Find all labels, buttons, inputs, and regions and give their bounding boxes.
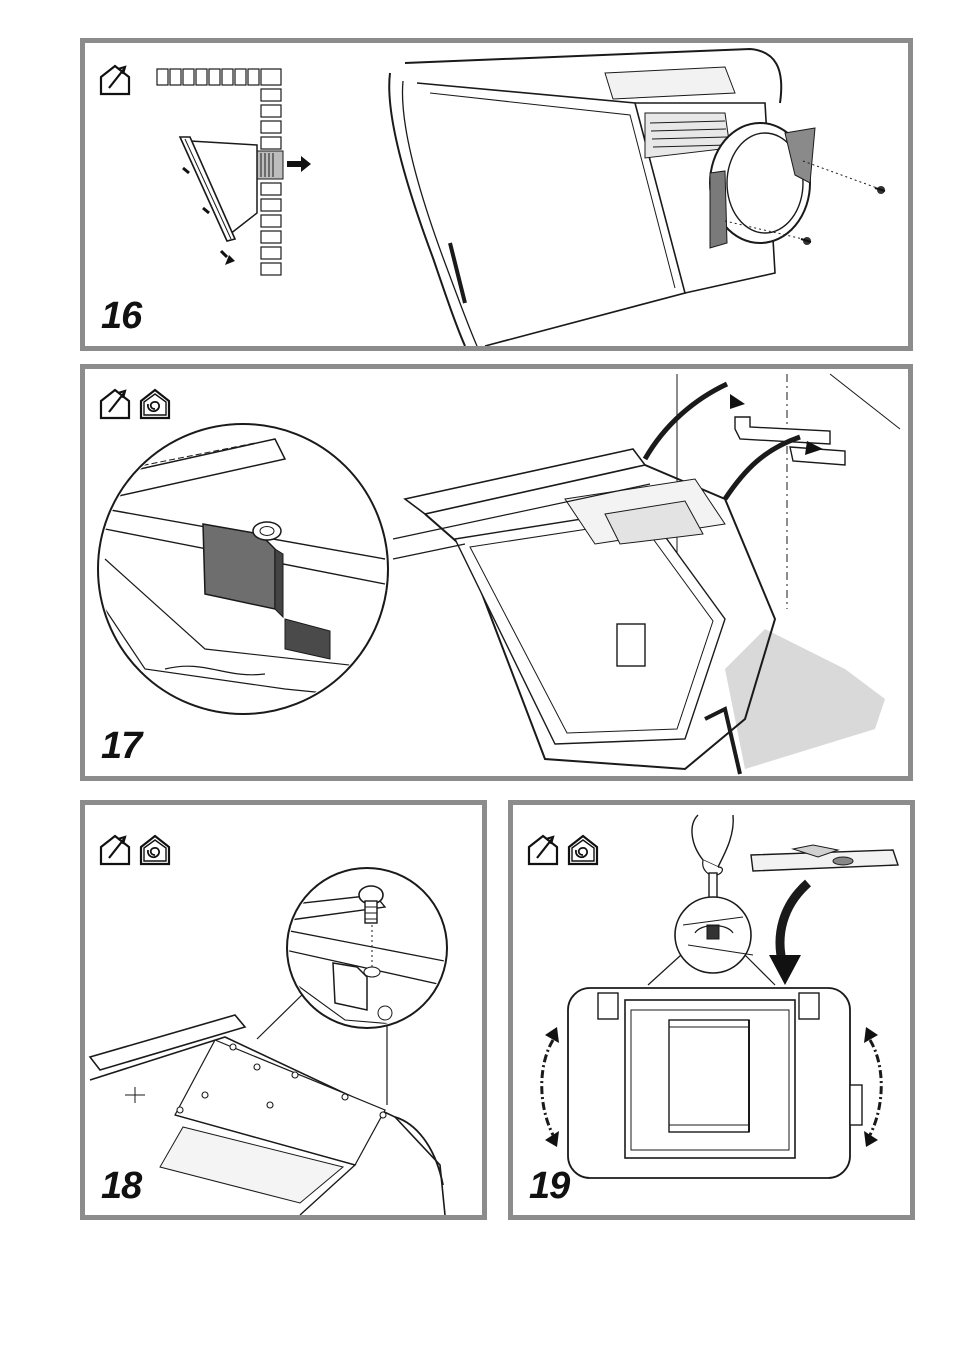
step-18-panel: 18 [80,800,487,1220]
step-17-panel: 17 [80,364,913,781]
step-16-illustration [85,43,908,346]
step-19-panel: 19 [508,800,915,1220]
step-18-illustration [85,805,482,1215]
step-17-illustration [85,369,908,776]
step-number: 18 [101,1167,141,1205]
step-16-panel: 16 [80,38,913,351]
step-number: 19 [529,1167,569,1205]
step-number: 17 [101,727,141,765]
step-number: 16 [101,297,141,335]
step-19-illustration [513,805,910,1215]
